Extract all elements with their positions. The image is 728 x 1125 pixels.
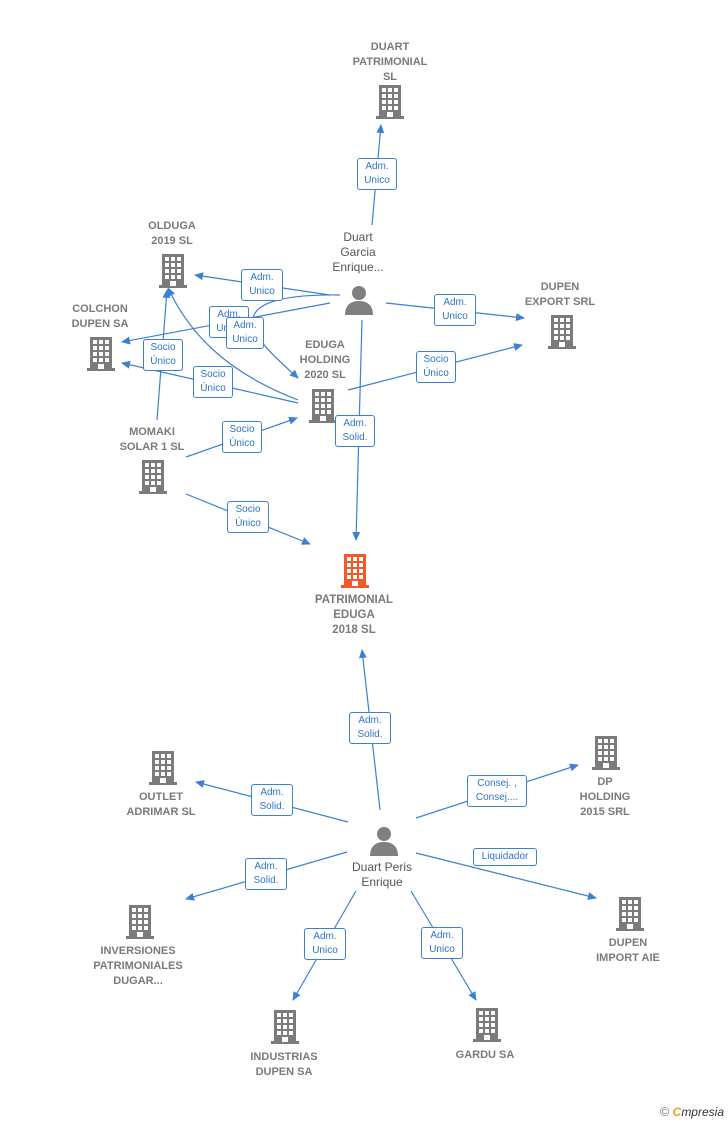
node-label-momaki[interactable]: MOMAKI SOLAR 1 SL (119, 426, 185, 453)
footer-brand[interactable]: © Cmpresia (660, 1104, 724, 1119)
brand-name: mpresia (681, 1105, 724, 1119)
node-label-dp_holding[interactable]: DP HOLDING 2015 SRL (579, 776, 631, 818)
edge-label-duart_garcia-to-dupen_export[interactable]: Adm. Unico (434, 294, 476, 326)
edge-duart_peris-to-dupen_import (415, 852, 597, 900)
node-label-olduga[interactable]: OLDUGA 2019 SL (148, 220, 196, 247)
node-label-eduga_holding[interactable]: EDUGA HOLDING 2020 SL (299, 339, 351, 381)
edge-label-momaki-to-patrimonial_eduga[interactable]: Socio Único (227, 501, 269, 533)
edge-label-duart_peris-to-gardu[interactable]: Adm. Unico (421, 927, 463, 959)
brand-initial: C (672, 1105, 682, 1119)
node-label-duart_patrimonial[interactable]: DUART PATRIMONIAL SL (352, 41, 428, 83)
building-icon[interactable] (159, 254, 187, 288)
building-icon[interactable] (149, 751, 177, 785)
node-label-gardu[interactable]: GARDU SA (455, 1049, 515, 1061)
edge-label-duart_peris-to-dupen_import[interactable]: Liquidador (473, 848, 537, 866)
building-icon[interactable] (473, 1008, 501, 1042)
copyright-symbol: © (659, 1104, 670, 1119)
node-label-dupen_import[interactable]: DUPEN IMPORT AIE (596, 937, 660, 964)
building-icon[interactable] (126, 905, 154, 939)
edge-label-momaki-to-olduga[interactable]: Socio Único (143, 339, 183, 371)
edge-label-duart_garcia-to-duart_patrimonial[interactable]: Adm. Unico (357, 158, 397, 190)
building-icon[interactable] (376, 85, 404, 119)
node-label-duart_garcia[interactable]: Duart Garcia Enrique... (332, 230, 384, 274)
edge-label-eduga_holding-to-olduga[interactable]: Socio Único (193, 366, 233, 398)
edge-label-duart_peris-to-inversiones[interactable]: Adm. Solid. (245, 858, 287, 890)
edge-label-duart_peris-to-dp_holding[interactable]: Consej. , Consej.... (467, 775, 527, 807)
edge-label-eduga_holding-to-dupen_export[interactable]: Socio Único (416, 351, 456, 383)
building-icon[interactable] (548, 315, 576, 349)
building-icon[interactable] (309, 389, 337, 423)
edge-label-duart_garcia-to-eduga_holding[interactable]: Adm. Unico (226, 317, 264, 349)
building-icon[interactable] (616, 897, 644, 931)
edge-label-duart_garcia-to-patrimonial_eduga[interactable]: Adm. Solid. (335, 415, 375, 447)
node-label-industrias[interactable]: INDUSTRIAS DUPEN SA (250, 1051, 318, 1078)
node-label-dupen_export[interactable]: DUPEN EXPORT SRL (524, 281, 596, 308)
node-label-inversiones[interactable]: INVERSIONES PATRIMONIALES DUGAR... (93, 945, 183, 987)
node-label-outlet[interactable]: OUTLET ADRIMAR SL (126, 791, 196, 818)
building-icon[interactable] (271, 1010, 299, 1044)
edge-label-momaki-to-eduga_holding[interactable]: Socio Único (222, 421, 262, 453)
node-label-duart_peris[interactable]: Duart Peris Enrique (351, 860, 413, 889)
edge-label-duart_peris-to-patrimonial_eduga[interactable]: Adm. Solid. (349, 712, 391, 744)
building-icon[interactable] (139, 460, 167, 494)
edge-eduga_holding-to-olduga (167, 287, 299, 401)
building-icon[interactable] (341, 554, 369, 588)
node-label-patrimonial_eduga[interactable]: PATRIMONIAL EDUGA 2018 SL (314, 594, 394, 636)
edge-label-duart_peris-to-outlet[interactable]: Adm. Solid. (251, 784, 293, 816)
node-label-colchon[interactable]: COLCHON DUPEN SA (71, 303, 129, 330)
edge-label-duart_peris-to-industrias[interactable]: Adm. Unico (304, 928, 346, 960)
person-icon[interactable] (345, 286, 373, 315)
edge-label-duart_garcia-to-olduga[interactable]: Adm. Unico (241, 269, 283, 301)
building-icon[interactable] (592, 736, 620, 770)
person-icon[interactable] (370, 827, 398, 856)
building-icon[interactable] (87, 337, 115, 371)
